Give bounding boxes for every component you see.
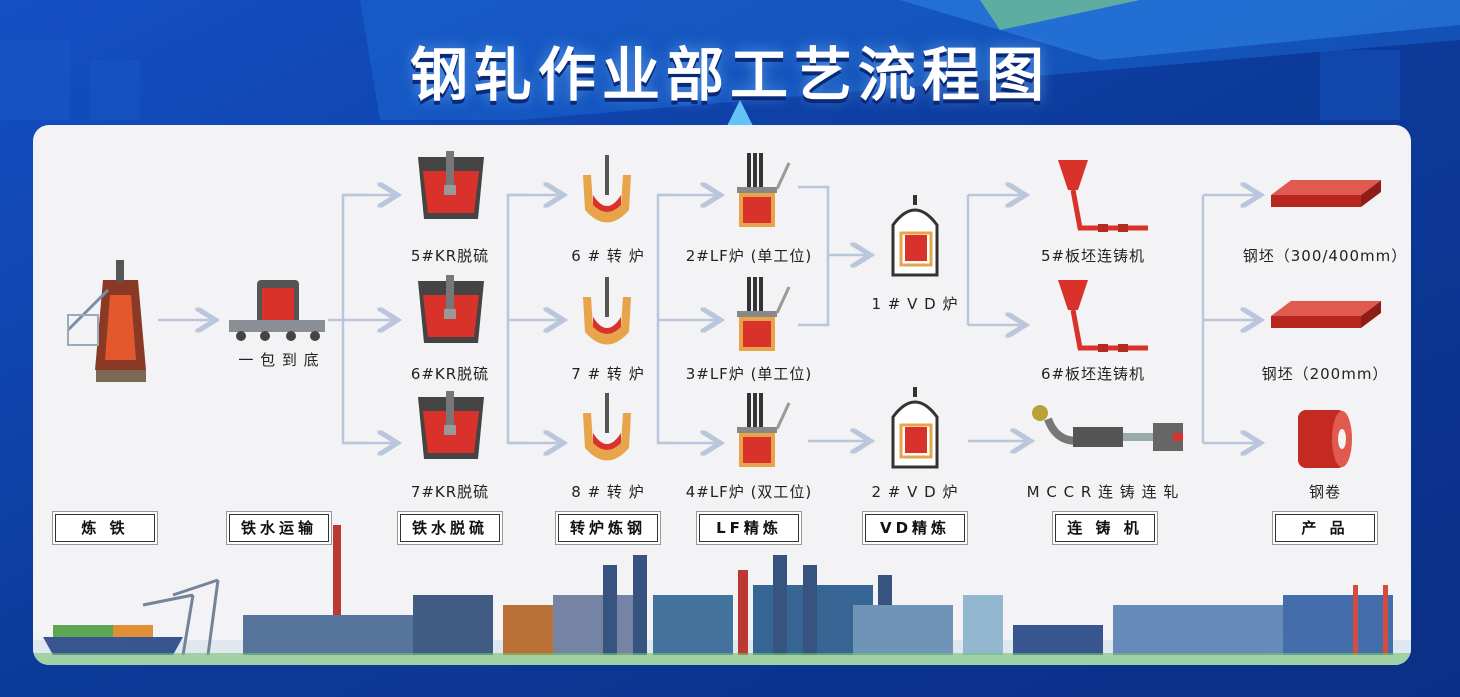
node-label-vd1: 1 # V D 炉 (871, 295, 959, 313)
ladle-car-icon (229, 280, 325, 341)
converter-icon (583, 155, 631, 461)
stage-desulfurization: 铁水脱硫 (400, 514, 500, 542)
node-label-bof8: 8 # 转 炉 (571, 483, 645, 501)
node-label-lf2: 2#LF炉 (单工位) (685, 247, 813, 265)
blast-furnace-icon (66, 260, 146, 382)
node-label-bof6: 6 # 转 炉 (571, 247, 645, 265)
stage-lf-refining: LF精炼 (699, 514, 799, 542)
node-label-bof7: 7 # 转 炉 (571, 365, 645, 383)
node-label-transport: 一 包 到 底 (238, 351, 320, 369)
flow-diagram (66, 151, 1381, 469)
node-label-product-slab-large: 钢坯（300/400mm） (1242, 247, 1408, 265)
industrial-skyline-illustration (33, 525, 1411, 665)
node-label-kr5: 5#KR脱硫 (410, 247, 490, 265)
stage-vd-refining: VD精炼 (865, 514, 965, 542)
vd-furnace-icon (891, 195, 939, 469)
stage-hot-metal-transport: 铁水运输 (229, 514, 329, 542)
node-label-product-slab-small: 钢坯（200mm） (1261, 365, 1389, 383)
page-title: 钢轧作业部工艺流程图 (409, 41, 1050, 109)
stage-ironmaking: 炼 铁 (55, 514, 155, 542)
coil-icon (1298, 410, 1352, 468)
stage-converter-steelmaking: 转炉炼钢 (558, 514, 658, 542)
node-label-mccr: M C C R 连 铸 连 轧 (1026, 483, 1180, 501)
node-label-kr6: 6#KR脱硫 (410, 365, 490, 383)
node-label-lf3: 3#LF炉 (单工位) (685, 365, 813, 383)
mccr-line-icon (1032, 405, 1183, 451)
node-label-cc5: 5#板坯连铸机 (1040, 247, 1146, 265)
lf-furnace-icon (737, 153, 791, 467)
stage-products: 产 品 (1275, 514, 1375, 542)
stage-caster: 连 铸 机 (1055, 514, 1155, 542)
node-label-lf4: 4#LF炉 (双工位) (685, 483, 813, 501)
node-label-cc6: 6#板坯连铸机 (1040, 365, 1146, 383)
caster-icon (1058, 160, 1148, 352)
node-label-vd2: 2 # V D 炉 (871, 483, 959, 501)
slab-icon (1271, 180, 1381, 328)
node-label-product-coil: 钢卷 (1308, 483, 1342, 501)
kr-ladle-icon (418, 151, 484, 459)
flow-panel: 一 包 到 底 5#KR脱硫 6#KR脱硫 7#KR脱硫 6 # 转 炉 7 #… (33, 125, 1411, 665)
node-label-kr7: 7#KR脱硫 (410, 483, 490, 501)
